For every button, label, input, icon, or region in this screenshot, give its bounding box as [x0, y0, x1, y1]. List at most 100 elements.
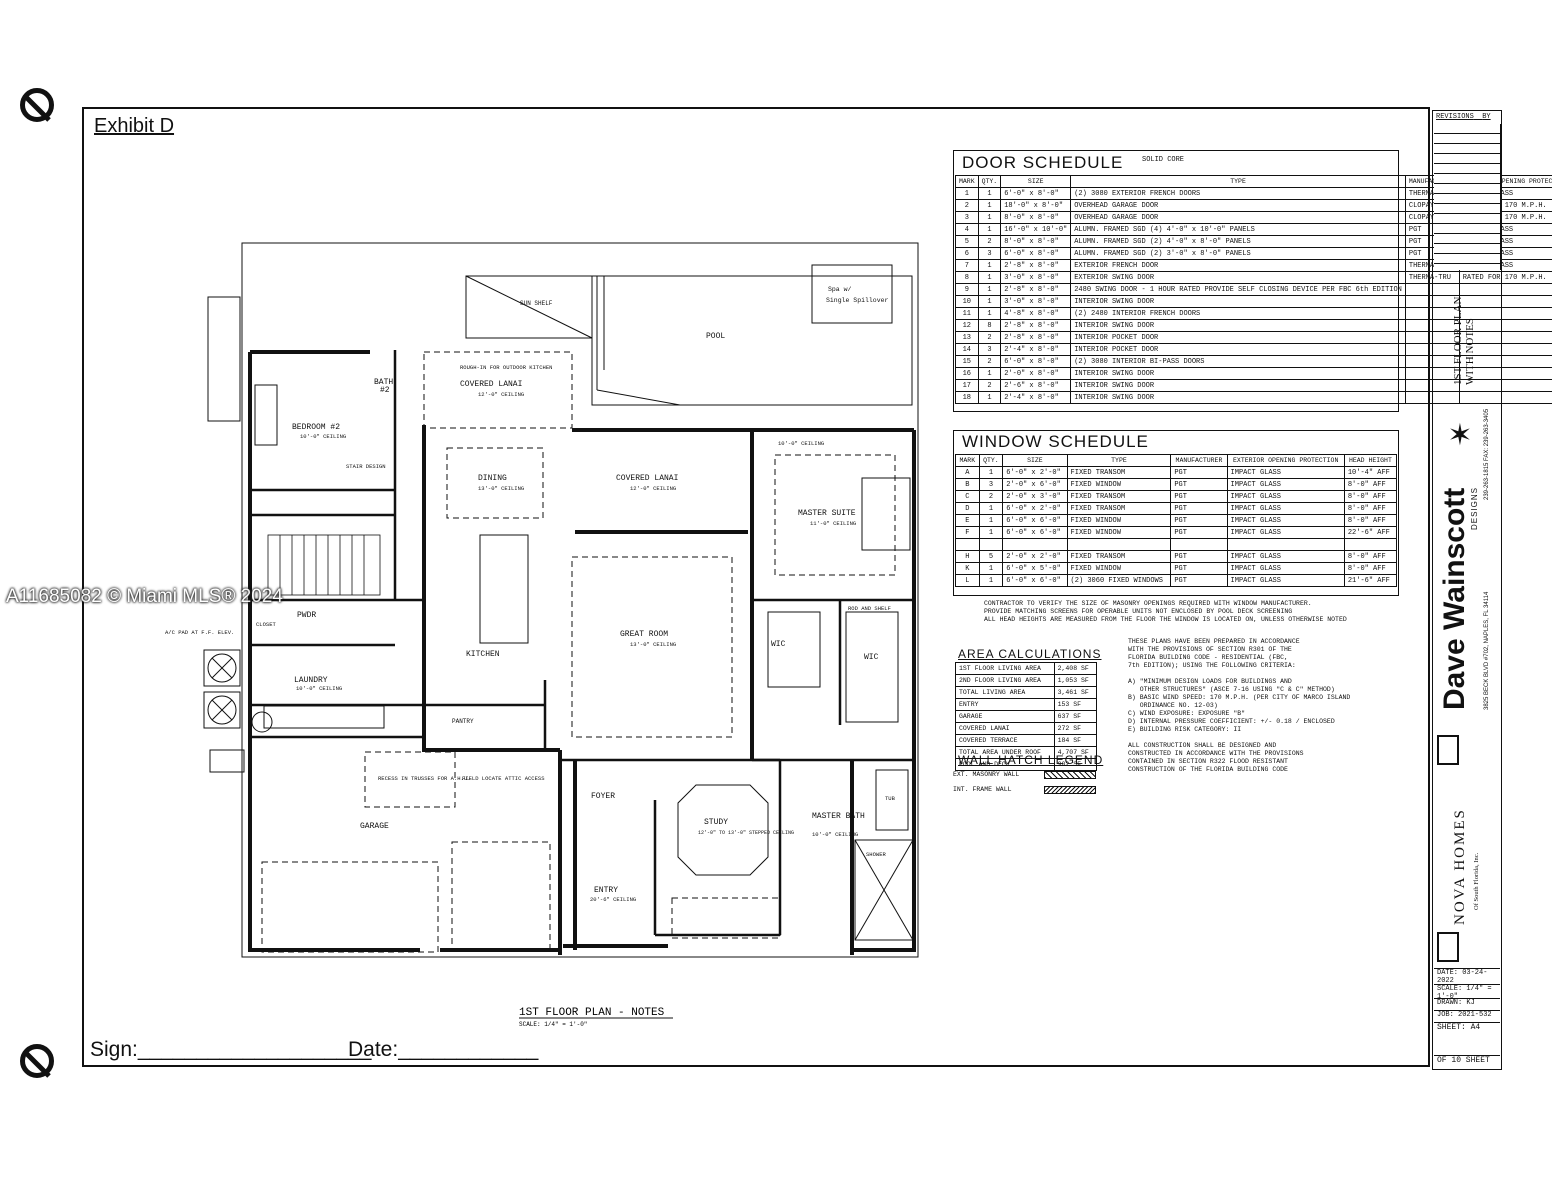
table-cell: 22'-6" AFF [1343, 526, 1398, 539]
sheet-row: SHEET: A4 [1434, 1022, 1500, 1036]
table-cell: IMPACT GLASS [1226, 466, 1345, 479]
window-schedule-title: WINDOW SCHEDULE [962, 432, 1149, 451]
table-cell: 6'-0" x 6'-0" [1002, 526, 1068, 539]
table-cell: 17 [955, 379, 979, 392]
recess-box [364, 751, 456, 808]
table-cell: OVERHEAD GARAGE DOOR [1070, 211, 1406, 224]
revision-grid [1434, 124, 1501, 270]
table-cell: B [955, 478, 980, 491]
table-cell: 4'-8" x 8'-0" [1000, 307, 1072, 320]
wall-legend-int: INT. FRAME WALL [953, 786, 1012, 793]
table-cell: ALUMN. FRAMED SGD (2) 3'-0" x 8'-0" PANE… [1070, 247, 1406, 260]
date-field[interactable]: Date:____________ [348, 1038, 539, 1061]
table-cell: 1 [955, 187, 979, 200]
revisions-label: REVISIONS BY [1436, 113, 1491, 121]
table-cell: (2) 3080 INTERIOR BI-PASS DOORS [1070, 355, 1406, 368]
table-cell [978, 538, 1004, 551]
table-cell: 1 [977, 367, 1002, 380]
covered-lanai-top-label: COVERED LANAI [460, 380, 522, 389]
table-cell: EXTERIOR FRENCH DOOR [1070, 259, 1406, 272]
table-cell: INTERIOR POCKET DOOR [1070, 343, 1406, 356]
closet-label: CLOSET [256, 621, 277, 628]
covered-lanai-top [423, 351, 573, 429]
firm-phone: 239-263-1815 FAX: 239-263-3405 [1484, 408, 1490, 500]
table-cell: 1 [977, 295, 1002, 308]
lot-outline [241, 242, 919, 958]
dining-zone [446, 447, 544, 519]
table-cell: 2'-8" x 8'-0" [1000, 259, 1072, 272]
table-cell: 3'-0" x 8'-0" [1000, 271, 1072, 284]
table-cell: 10 [955, 295, 979, 308]
table-cell: FIXED TRANSOM [1066, 550, 1172, 563]
table-cell: 6 [955, 247, 979, 260]
table-cell: 7 [955, 259, 979, 272]
sign-field[interactable]: Sign:____________________ [90, 1038, 372, 1061]
table-cell: E [955, 514, 980, 527]
svg-text:10'-0" CEILING: 10'-0" CEILING [812, 831, 858, 838]
table-cell: IMPACT GLASS [1226, 574, 1345, 587]
table-cell: INTERIOR SWING DOOR [1070, 379, 1406, 392]
table-cell: 6'-0" x 2'-0" [1002, 466, 1068, 479]
window_schedule-header: MANUFACTURER [1170, 454, 1228, 467]
table-cell: 3,461 SF [1053, 686, 1098, 699]
table-cell: PGT [1170, 466, 1228, 479]
table-cell: 1 [978, 574, 1004, 587]
pool-equip-pad [207, 296, 241, 422]
ac-unit [203, 649, 241, 687]
wic-rack [767, 611, 821, 688]
prohibited-icon [20, 1044, 54, 1078]
table-cell: 2'-0" x 2'-0" [1002, 550, 1068, 563]
table-cell: FIXED WINDOW [1066, 514, 1172, 527]
builder-sub: Of South Florida, Inc. [1473, 852, 1480, 910]
master-bed [861, 477, 911, 551]
firm-name: Dave Wainscott [1438, 487, 1471, 710]
firm-sub: DESIGNS [1470, 486, 1479, 530]
table-cell: 16 [955, 367, 979, 380]
date-row: DATE: 03-24-2022 [1434, 968, 1500, 985]
window_schedule-header: EXTERIOR OPENING PROTECTION [1226, 454, 1345, 467]
table-cell: IMPACT GLASS [1226, 514, 1345, 527]
window-schedule-frame [953, 430, 1399, 596]
svg-text:12'-0" TO 13'-0" STEPPED CEILI: 12'-0" TO 13'-0" STEPPED CEILING [698, 830, 794, 836]
table-cell: 8'-0" AFF [1343, 502, 1398, 515]
garage-door-zone-2 [451, 841, 551, 951]
table-cell: C [955, 490, 980, 503]
spa [811, 264, 893, 324]
table-cell: 10'-4" AFF [1343, 466, 1398, 479]
tub [875, 769, 909, 831]
table-cell: 8'-0" AFF [1343, 550, 1398, 563]
table-cell: 2,408 SF [1053, 662, 1098, 675]
table-cell: 1 [977, 259, 1002, 272]
exhibit-label: Exhibit D [94, 115, 175, 137]
table-cell: PGT [1170, 526, 1228, 539]
table-cell: 1 [978, 502, 1004, 515]
table-cell: 5 [978, 550, 1004, 563]
table-cell: COVERED LANAI [955, 722, 1055, 735]
entry-porch [671, 897, 781, 939]
table-cell: 21'-6" AFF [1343, 574, 1398, 587]
table-cell: 12 [955, 319, 979, 332]
table-cell: 2'-4" x 8'-0" [1000, 343, 1072, 356]
table-cell: IMPACT GLASS [1226, 502, 1345, 515]
table-cell: (2) 2480 INTERIOR FRENCH DOORS [1070, 307, 1406, 320]
table-cell: ALUMN. FRAMED SGD (4) 4'-0" x 10'-0" PAN… [1070, 223, 1406, 236]
ornament-icon [1437, 932, 1459, 962]
svg-text:10'-0" CEILING: 10'-0" CEILING [296, 685, 342, 692]
svg-text:FIELD LOCATE ATTIC ACCESS: FIELD LOCATE ATTIC ACCESS [462, 775, 545, 782]
table-cell: 1ST FLOOR LIVING AREA [955, 662, 1055, 675]
table-cell: 184 SF [1053, 734, 1098, 747]
table-cell [1002, 538, 1068, 551]
table-cell: 2 [978, 490, 1004, 503]
window_schedule-header: HEAD HEIGHT [1343, 454, 1398, 467]
stair [267, 534, 381, 596]
window_schedule-header: TYPE [1066, 454, 1172, 467]
